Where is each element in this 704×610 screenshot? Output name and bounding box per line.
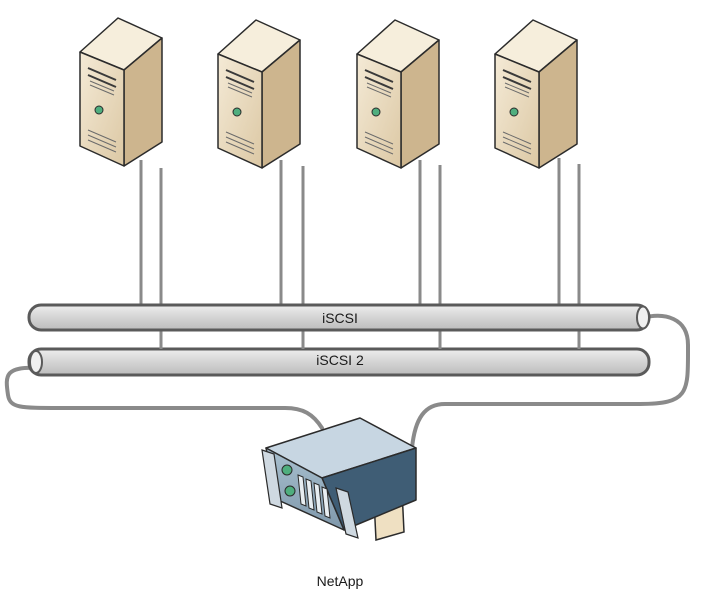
storage-cables	[4, 313, 691, 450]
server-tower-icon	[494, 19, 578, 169]
server-3	[356, 19, 440, 169]
storage-array-icon	[261, 417, 417, 541]
server-cables	[139, 158, 581, 352]
bus-crossing-cables	[159, 332, 581, 349]
server-4	[494, 19, 578, 169]
server-tower-icon	[79, 17, 163, 167]
iscsi-bus-1-label: iSCSI	[322, 310, 358, 326]
storage-label: NetApp	[316, 573, 364, 589]
server-tower-icon	[217, 19, 301, 169]
server-2	[217, 19, 301, 169]
server-1	[79, 17, 163, 167]
server-tower-icon	[356, 19, 440, 169]
iscsi-bus-1	[27, 303, 651, 332]
iscsi-bus-2-label: iSCSI 2	[316, 352, 364, 368]
iscsi-bus-2	[27, 347, 651, 377]
